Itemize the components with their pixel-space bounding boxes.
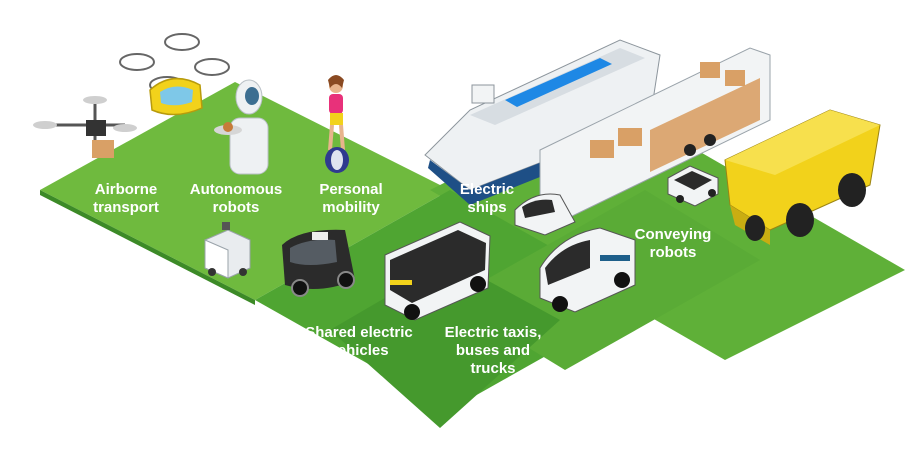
label-line: robots — [212, 199, 260, 216]
electric-van-icon — [539, 227, 636, 313]
label-line: vehicles — [329, 342, 389, 359]
label-line: Airborne — [94, 181, 158, 198]
electric-bus-icon — [384, 221, 491, 321]
drone-icon — [33, 96, 137, 158]
label-personal-mobility: Personal mobility — [319, 181, 382, 217]
service-robot-icon — [214, 79, 269, 175]
shuttle-pod-icon — [282, 229, 355, 297]
delivery-robot-icon — [204, 222, 251, 279]
label-line: ships — [467, 199, 507, 216]
grass-left-edge — [40, 190, 255, 305]
label-line: Shared electric — [305, 324, 413, 341]
label-line: Autonomous — [189, 181, 283, 198]
label-line: robots — [649, 244, 697, 261]
label-airborne-transport: Airborne transport — [93, 181, 159, 217]
mining-dump-truck-icon — [724, 109, 881, 245]
label-line: Conveying — [634, 226, 712, 243]
ferry-ship-icon — [424, 39, 661, 205]
label-line: buses and — [455, 342, 531, 359]
label-electric-taxis-buses-trucks: Electric taxis, buses and trucks — [445, 324, 542, 378]
label-line: Electric — [459, 181, 515, 198]
label-line: Electric taxis, — [444, 324, 542, 341]
conveyor-cart-icon — [667, 165, 719, 207]
air-taxi-icon — [119, 33, 230, 116]
label-electric-ships: Electric ships — [460, 181, 514, 217]
label-line: Personal — [319, 181, 383, 198]
label-line: transport — [93, 199, 159, 216]
label-conveying-robots: Conveying robots — [635, 226, 712, 262]
label-autonomous-robots: Autonomous robots — [190, 181, 282, 217]
label-line: trucks — [470, 360, 516, 377]
label-line: mobility — [322, 199, 380, 216]
trailer-truck-icon — [514, 47, 771, 236]
label-shared-electric-vehicles: Shared electric vehicles — [305, 324, 413, 360]
unicycle-rider-icon — [325, 75, 349, 173]
